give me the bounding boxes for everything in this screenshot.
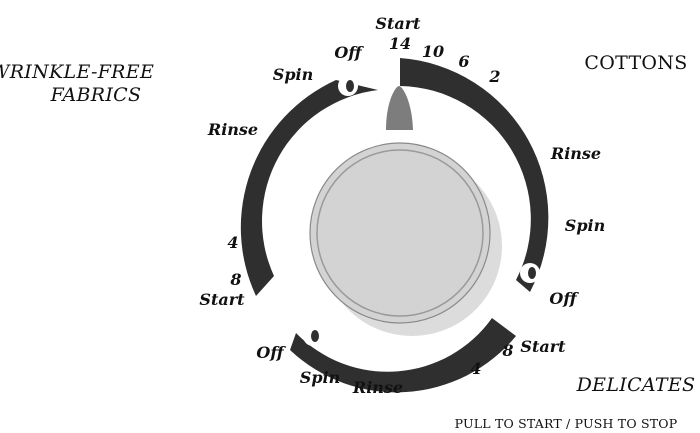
wrinkle-4-mark: 4 (227, 233, 238, 252)
wrinkle-free-label-line2: FABRICS (50, 84, 142, 106)
wrinkle-start-mark: Start (199, 290, 245, 309)
pull-push-instruction: PULL TO START / PUSH TO STOP (455, 416, 678, 431)
wrinkle-free-label-line1: WRINKLE-FREE (0, 61, 154, 83)
wrinkle-off-indicator-icon (338, 76, 358, 96)
delicates-off-mark: Off (256, 343, 286, 362)
cottons-start-mark: Start (375, 14, 421, 33)
delicates-spin-mark: Spin (300, 368, 340, 387)
cottons-spin-mark: Spin (565, 216, 605, 235)
delicates-rinse-mark: Rinse (352, 378, 403, 397)
timer-knob[interactable] (309, 86, 502, 336)
wrinkle-free-cycle-band (240, 80, 378, 296)
cottons-cycle-band (400, 58, 549, 292)
cottons-6-mark: 6 (458, 52, 469, 71)
wrinkle-8-mark: 8 (229, 270, 241, 289)
cottons-2-mark: 2 (488, 67, 500, 86)
delicates-cycle-band (290, 318, 516, 393)
cottons-14-mark: 14 (389, 34, 411, 53)
cottons-label: COTTONS (584, 52, 687, 74)
cottons-rinse-mark: Rinse (550, 144, 601, 163)
wrinkle-off-mark: Off (334, 43, 364, 62)
knob-face-ring (316, 149, 484, 317)
delicates-label: DELICATES (576, 374, 696, 396)
cottons-off-indicator-icon (520, 263, 540, 283)
wrinkle-rinse-mark: Rinse (207, 120, 258, 139)
knob-pointer (386, 86, 413, 130)
delicates-off-indicator-icon (303, 326, 323, 346)
delicates-4-mark: 4 (470, 359, 481, 378)
cottons-off-mark: Off (549, 289, 579, 308)
knob-face (309, 142, 491, 324)
delicates-8-mark: 8 (501, 341, 513, 360)
wrinkle-spin-mark: Spin (273, 65, 313, 84)
cottons-10-mark: 10 (422, 42, 444, 61)
delicates-start-mark: Start (520, 337, 566, 356)
